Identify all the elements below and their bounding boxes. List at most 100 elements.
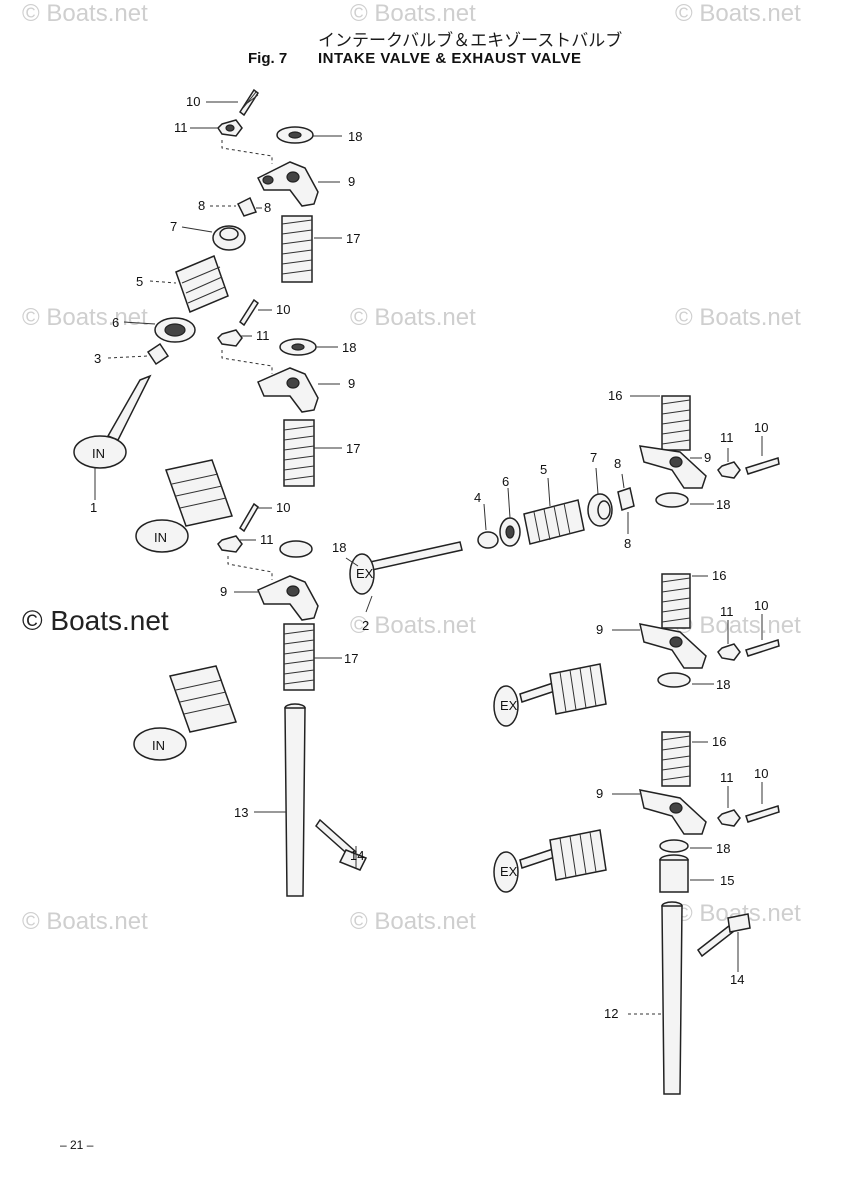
rocker-arm-9 <box>639 623 707 669</box>
callout-10: 10 <box>754 598 768 613</box>
callout-18: 18 <box>716 497 730 512</box>
nut-11 <box>217 119 243 137</box>
valve-guide-4 <box>477 531 499 549</box>
nut-11 <box>717 809 741 827</box>
watermark: © Boats.net <box>350 0 476 27</box>
callout-18: 18 <box>716 841 730 856</box>
watermark: © Boats.net <box>22 304 148 331</box>
callout-7: 7 <box>590 450 597 465</box>
spring-retainer-7 <box>212 225 246 251</box>
push-rod-12 <box>661 901 683 1095</box>
valve-spring-16 <box>661 731 691 787</box>
stud-bolt-10 <box>745 639 780 657</box>
stud-bolt-10 <box>238 88 260 117</box>
watermark: © Boats.net <box>350 908 476 935</box>
callout-16: 16 <box>608 388 622 403</box>
callout-10: 10 <box>186 94 200 109</box>
callout-10: 10 <box>754 766 768 781</box>
assembly-guide-line <box>221 350 273 374</box>
washer-18 <box>279 540 313 558</box>
valve-seal-6 <box>499 517 521 547</box>
bolt-14 <box>696 913 751 958</box>
valve-assembly <box>493 829 607 893</box>
watermark: © Boats.net <box>675 0 801 27</box>
callout-9: 9 <box>596 786 603 801</box>
nut-11 <box>717 643 741 661</box>
valve-spring-5 <box>523 499 585 545</box>
valve-spring-16 <box>661 395 691 451</box>
callout-17: 17 <box>344 651 358 666</box>
callout-10: 10 <box>754 420 768 435</box>
rocker-arm-9 <box>257 367 319 413</box>
callout-8: 8 <box>198 198 205 213</box>
callout-15: 15 <box>720 873 734 888</box>
push-rod-13 <box>284 703 306 897</box>
figure-number: Fig. 7 <box>248 50 288 67</box>
stud-bolt-10 <box>239 502 259 533</box>
callout-16: 16 <box>712 568 726 583</box>
callout-9: 9 <box>348 174 355 189</box>
watermark: © Boats.net <box>675 304 801 331</box>
callout-18: 18 <box>348 129 362 144</box>
callout-8: 8 <box>614 456 621 471</box>
callout-2: 2 <box>362 618 369 633</box>
rocker-arm-9 <box>256 161 319 207</box>
callout-12: 12 <box>604 1006 618 1021</box>
valve-cotter-8 <box>617 487 635 511</box>
callout-6: 6 <box>112 315 119 330</box>
callout-11: 11 <box>256 328 270 343</box>
stud-bolt-10 <box>745 805 780 823</box>
bolt-14 <box>315 818 368 871</box>
callout-18: 18 <box>716 677 730 692</box>
stud-bolt-10 <box>745 457 780 475</box>
valve-spring-5 <box>175 254 229 314</box>
valve-mark-ex: EX <box>500 698 518 713</box>
valve-mark-in: IN <box>154 530 167 545</box>
page-number: – 21 – <box>60 1138 94 1152</box>
watermark: © Boats.net <box>350 612 476 639</box>
nut-11 <box>217 329 243 347</box>
callout-18: 18 <box>342 340 356 355</box>
callout-9: 9 <box>596 622 603 637</box>
watermark-main: © Boats.net <box>22 605 169 636</box>
callout-9: 9 <box>220 584 227 599</box>
spring-retainer-7 <box>587 493 613 527</box>
rocker-arm-9 <box>257 575 319 621</box>
washer-18 <box>655 492 689 508</box>
callout-11: 11 <box>260 532 274 547</box>
stud-bolt-10 <box>238 298 260 327</box>
callout-11: 11 <box>174 120 188 135</box>
valve-guide-3 <box>146 342 170 366</box>
valve-mark-ex: EX <box>500 864 518 879</box>
rocker-arm-9 <box>639 789 707 835</box>
valve-assembly <box>135 459 233 553</box>
watermark: © Boats.net <box>22 0 148 27</box>
callout-6: 6 <box>502 474 509 489</box>
valve-mark-ex: EX <box>356 566 374 581</box>
valve-mark-in: IN <box>92 446 105 461</box>
washer-18 <box>659 839 689 853</box>
callout-3: 3 <box>94 351 101 366</box>
valve-cotter-8 <box>236 196 258 217</box>
valve-seal-6 <box>154 317 196 343</box>
callout-5: 5 <box>540 462 547 477</box>
callout-18: 18 <box>332 540 346 555</box>
leader-lines <box>94 101 763 1015</box>
watermark: © Boats.net <box>675 612 801 639</box>
callout-11: 11 <box>720 604 734 619</box>
watermark: © Boats.net <box>22 908 148 935</box>
callout-17: 17 <box>346 231 360 246</box>
title-japanese: インテークバルブ＆エキゾーストバルブ <box>318 31 623 51</box>
callout-4: 4 <box>474 490 481 505</box>
valve-spring-17 <box>281 215 313 283</box>
callout-13: 13 <box>234 805 248 820</box>
exhaust-valve-2 <box>349 541 463 595</box>
nut-11 <box>217 535 243 553</box>
valve-assembly <box>493 663 607 727</box>
cap-15 <box>659 854 689 893</box>
callout-7: 7 <box>170 219 177 234</box>
callout-5: 5 <box>136 274 143 289</box>
nut-11 <box>717 461 741 479</box>
